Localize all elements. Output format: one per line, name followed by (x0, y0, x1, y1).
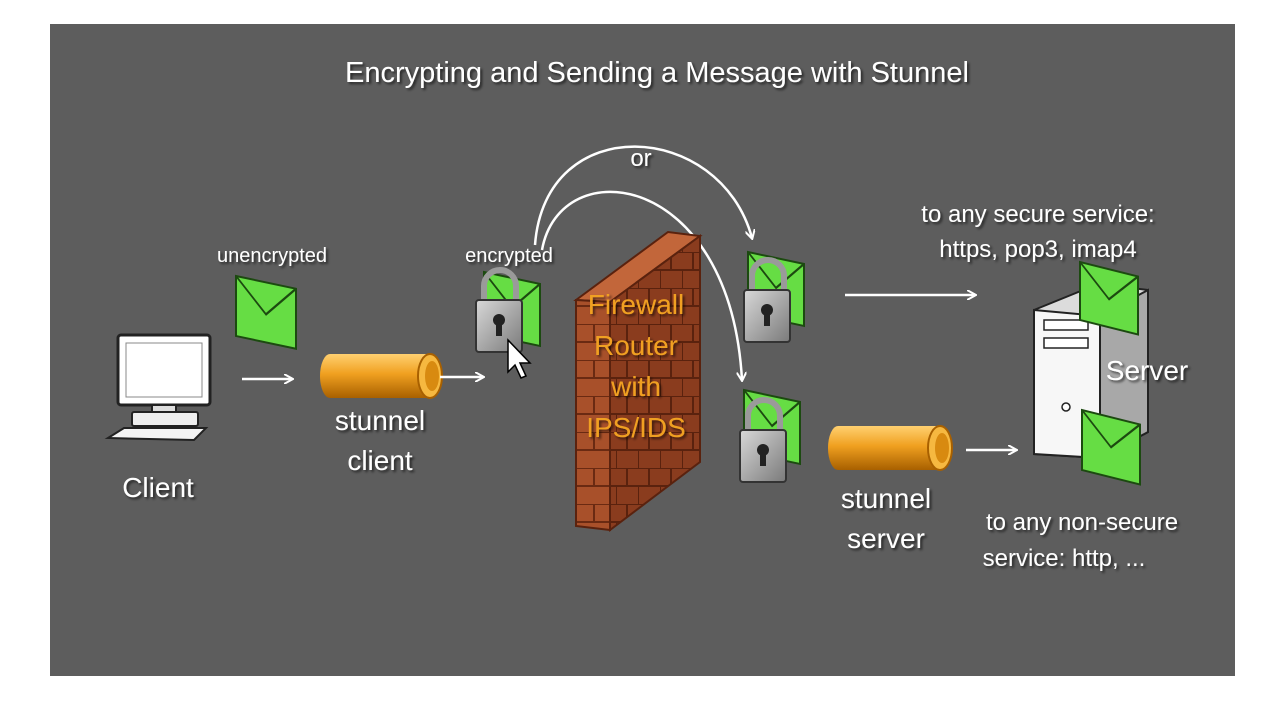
stunnel-server-label-line2: server (847, 523, 925, 554)
secure-service-label-line1: to any secure service: (921, 201, 1154, 228)
stunnel-server-tube-icon (828, 425, 953, 471)
server-envelope-lower-icon (1081, 408, 1141, 486)
unencrypted-envelope-icon (235, 274, 297, 350)
server-label: Server (1106, 355, 1188, 386)
server-envelope-upper-icon (1079, 260, 1139, 336)
nonsecure-service-label-line1: to any non-secure (986, 509, 1178, 536)
stunnel-client-tube-icon (320, 353, 443, 399)
encrypted-envelope-lock-icon (475, 267, 541, 353)
diagram-title: Encrypting and Sending a Message with St… (345, 57, 969, 89)
diagram-canvas: Encrypting and Sending a Message with St… (104, 57, 1188, 572)
secure-service-label-line2: https, pop3, imap4 (939, 236, 1136, 263)
firewall-label-line4: IPS/IDS (586, 412, 686, 443)
curve-arrow-top (533, 145, 752, 246)
or-label: or (630, 145, 651, 172)
unencrypted-label: unencrypted (217, 245, 327, 267)
encrypted-envelope-lock-upper-icon (743, 250, 805, 343)
encrypted-label: encrypted (465, 245, 553, 267)
firewall-label-line3: with (610, 371, 661, 402)
firewall-label-line1: Firewall (588, 289, 684, 320)
curve-arrow-bottom (540, 190, 742, 380)
nonsecure-service-label-line2: service: http, ... (983, 545, 1146, 572)
stunnel-server-label-line1: stunnel (841, 483, 931, 514)
firewall-label-line2: Router (594, 330, 678, 361)
client-label: Client (122, 472, 194, 503)
stunnel-client-label-line2: client (347, 445, 413, 476)
stunnel-client-label-line1: stunnel (335, 405, 425, 436)
diagram-slide: Encrypting and Sending a Message with St… (50, 24, 1235, 676)
mouse-cursor-icon (507, 338, 532, 379)
encrypted-envelope-lock-lower-icon (739, 388, 801, 483)
firewall-wall-icon (573, 230, 703, 533)
client-computer-icon (104, 333, 212, 442)
